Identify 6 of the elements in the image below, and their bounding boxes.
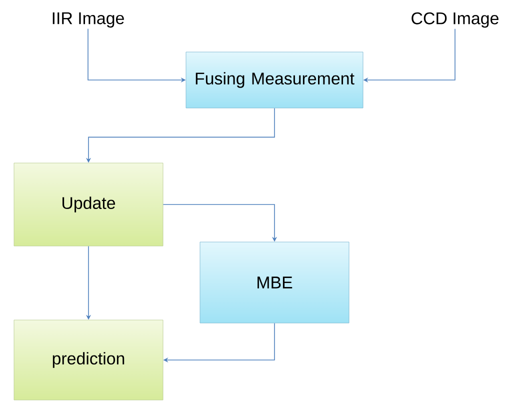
process-box: prediction	[14, 320, 164, 400]
process-box: MBE	[200, 242, 350, 324]
text-label: IIR Image	[52, 12, 124, 28]
text-label: CCD Image	[412, 12, 498, 28]
process-box: Update	[14, 162, 164, 246]
process-box: Fusing Measurement	[186, 52, 364, 108]
